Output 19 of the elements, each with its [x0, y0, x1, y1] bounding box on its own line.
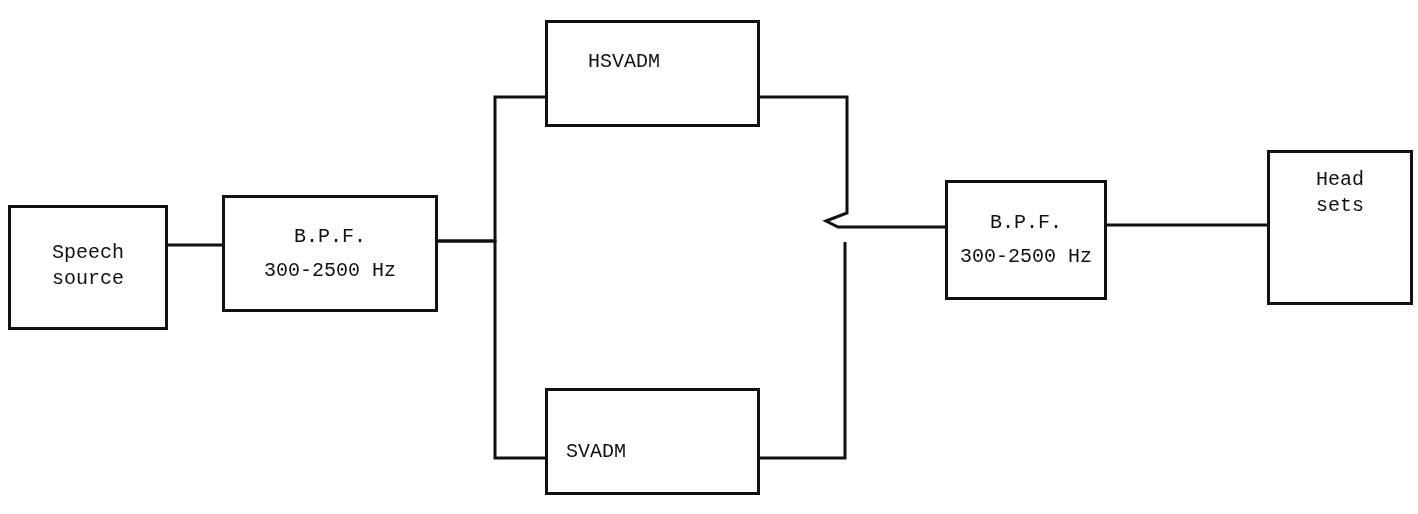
- block-label: B.P.F.: [990, 210, 1062, 236]
- block-label: 300-2500 Hz: [960, 244, 1092, 270]
- block-label: B.P.F.: [294, 223, 366, 250]
- connector-line: [1107, 223, 1267, 227]
- block-box: [945, 180, 1107, 300]
- block-box: [8, 205, 168, 330]
- block-box: [545, 388, 760, 495]
- block-box: [222, 195, 438, 312]
- block-label: HSVADM: [588, 49, 660, 75]
- connector-line: [760, 95, 945, 229]
- block-label: Head sets: [1316, 167, 1364, 219]
- connector-line: [760, 242, 847, 460]
- block-label: Speech source: [52, 240, 124, 292]
- connector-line: [438, 239, 545, 460]
- connector-line: [168, 243, 222, 247]
- block-label: SVADM: [566, 439, 626, 465]
- block-label: 300-2500 Hz: [264, 257, 396, 284]
- block-box: [545, 20, 760, 127]
- block-box: [1267, 150, 1413, 305]
